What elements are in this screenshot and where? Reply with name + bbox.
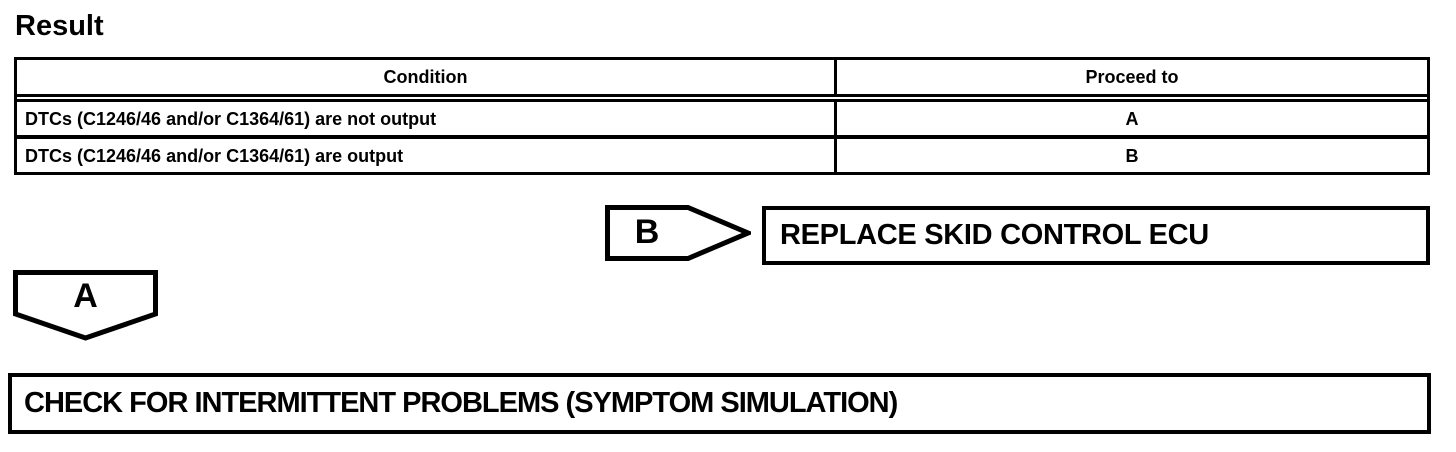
table-header-row: Condition Proceed to	[17, 60, 1427, 102]
connector-a-label: A	[73, 277, 98, 315]
flow-connector-b: B	[605, 205, 751, 261]
condition-cell: DTCs (C1246/46 and/or C1364/61) are not …	[17, 102, 837, 135]
action-box-check-intermittent: CHECK FOR INTERMITTENT PROBLEMS (SYMPTOM…	[8, 373, 1431, 434]
page-title: Result	[15, 10, 104, 42]
flow-connector-a: A	[13, 270, 158, 341]
column-header-proceed-to: Proceed to	[1085, 67, 1179, 87]
table-row: DTCs (C1246/46 and/or C1364/61) are not …	[17, 102, 1427, 135]
table-row: DTCs (C1246/46 and/or C1364/61) are outp…	[17, 135, 1427, 172]
column-header-condition: Condition	[17, 60, 837, 94]
proceed-to-cell: A	[1125, 108, 1139, 129]
result-table: Condition Proceed to DTCs (C1246/46 and/…	[14, 57, 1430, 175]
down-pointer-pentagon-icon	[13, 270, 158, 341]
condition-cell: DTCs (C1246/46 and/or C1364/61) are outp…	[17, 139, 837, 172]
right-pointer-pentagon-icon	[605, 205, 751, 261]
action-box-replace-ecu: REPLACE SKID CONTROL ECU	[762, 206, 1430, 265]
connector-b-label: B	[634, 213, 660, 251]
proceed-to-cell: B	[1125, 145, 1139, 166]
